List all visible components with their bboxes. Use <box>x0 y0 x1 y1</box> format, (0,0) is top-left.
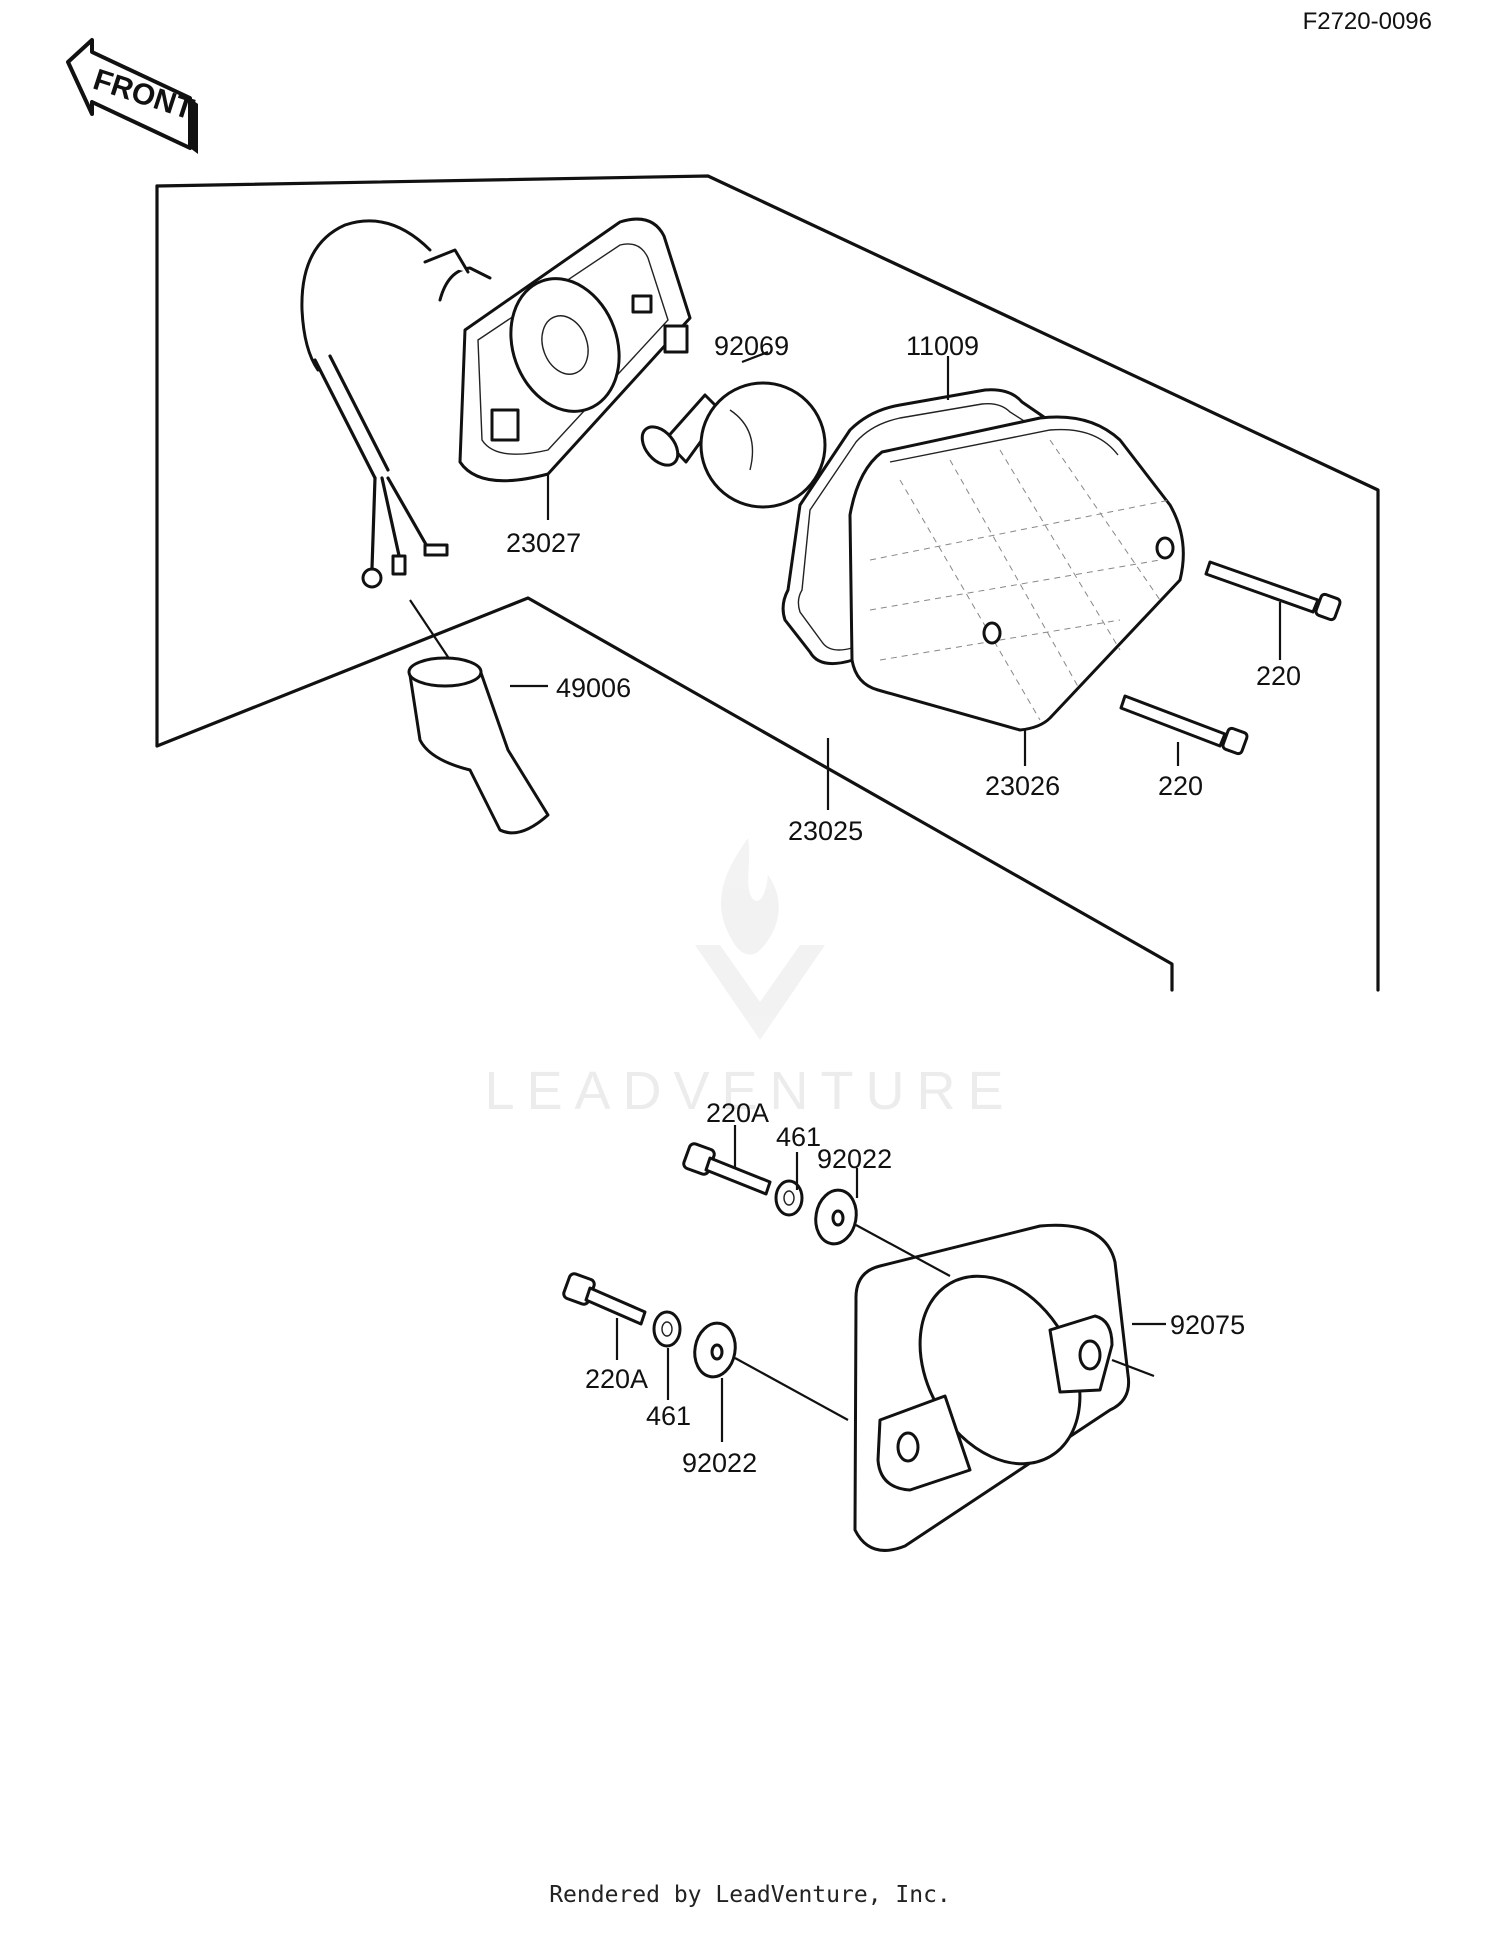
lockwasher-461-upper <box>774 1179 804 1217</box>
callout-92022-lower: 92022 <box>682 1448 757 1478</box>
callout-220-upper: 220 <box>1256 661 1301 691</box>
washer-92022-upper <box>814 1188 858 1246</box>
callout-23027: 23027 <box>506 528 581 558</box>
bolt-220A-lower <box>562 1272 647 1326</box>
wiring-harness <box>300 219 451 661</box>
washer-92022-lower <box>693 1321 737 1379</box>
callout-220A-upper: 220A <box>706 1098 769 1128</box>
watermark-logo <box>695 838 825 1040</box>
lockwasher-461-lower <box>652 1310 682 1348</box>
callout-11009: 11009 <box>906 331 979 361</box>
callout-23025: 23025 <box>788 816 863 846</box>
render-credit: Rendered by LeadVenture, Inc. <box>549 1882 951 1908</box>
rubber-boot <box>407 656 550 835</box>
lens-screw-lower <box>1119 694 1249 756</box>
connect-line-upper <box>855 1224 951 1277</box>
lens <box>848 415 1185 732</box>
base-plate <box>853 1223 1155 1552</box>
socket-housing <box>423 217 692 483</box>
callout-461-upper: 461 <box>776 1122 821 1152</box>
lens-screw-upper <box>1204 560 1342 622</box>
callout-49006: 49006 <box>556 673 631 703</box>
callout-92075: 92075 <box>1170 1310 1245 1340</box>
callout-23026: 23026 <box>985 771 1060 801</box>
connect-line-lower <box>734 1357 849 1421</box>
callout-461-lower: 461 <box>646 1401 691 1431</box>
callout-220-lower: 220 <box>1158 771 1203 801</box>
bulb <box>640 381 827 509</box>
callout-92022-upper: 92022 <box>817 1144 892 1174</box>
callout-220A-lower: 220A <box>585 1364 648 1394</box>
front-direction-arrow: FRONT <box>66 38 198 154</box>
watermark-text: LEADVENTURE <box>484 1061 1016 1121</box>
assembly-outline <box>155 174 1380 992</box>
callout-92069: 92069 <box>714 331 789 361</box>
bolt-220A-upper <box>682 1142 772 1196</box>
diagram-reference-code: F2720-0096 <box>1302 8 1432 35</box>
leader-lines <box>510 350 1282 1442</box>
